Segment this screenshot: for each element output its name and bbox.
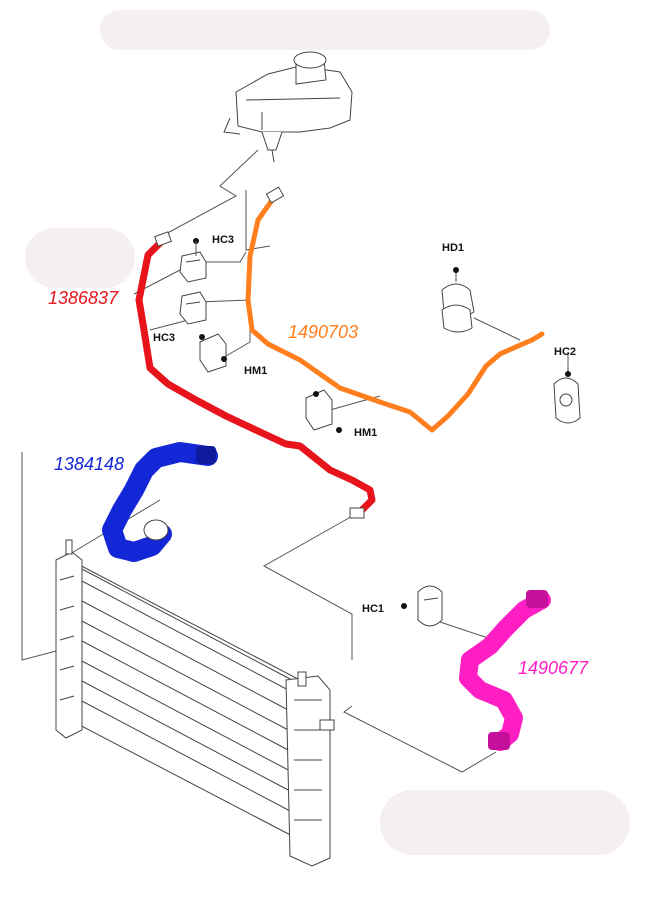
hose-1490703 bbox=[245, 193, 545, 433]
clip-hc1 bbox=[417, 585, 443, 627]
hose-1490677-bottom-end bbox=[488, 732, 510, 750]
hose-1386837 bbox=[135, 236, 376, 516]
clip-hc3-lower bbox=[179, 291, 207, 325]
hose-1490677 bbox=[459, 591, 551, 751]
part-label-1490703: 1490703 bbox=[288, 322, 358, 342]
expansion-tank bbox=[223, 51, 353, 163]
clip-hc2 bbox=[553, 377, 581, 424]
clip-markers bbox=[193, 238, 571, 609]
part-label-1386837: 1386837 bbox=[48, 288, 119, 308]
hose-1384148 bbox=[102, 442, 218, 562]
clip-hc3-upper bbox=[179, 251, 207, 283]
part-label-1490677: 1490677 bbox=[518, 658, 589, 678]
hose-1490677-top-end bbox=[526, 590, 548, 608]
radiator bbox=[55, 539, 335, 867]
background-smudge-left bbox=[25, 228, 135, 288]
part-label-1384148: 1384148 bbox=[54, 454, 124, 474]
clip-label-hc2: HC2 bbox=[554, 346, 576, 358]
clip-label-hc3-lower: HC3 bbox=[153, 332, 175, 344]
hose-1384148-end bbox=[196, 446, 216, 464]
background-smudge-top bbox=[100, 10, 550, 50]
clip-label-hd1: HD1 bbox=[442, 242, 464, 254]
clip-label-hm1-left: HM1 bbox=[244, 365, 267, 377]
clip-label-hc1: HC1 bbox=[362, 603, 384, 615]
background-smudge-bottom bbox=[380, 790, 630, 855]
clip-label-hc3-upper: HC3 bbox=[212, 234, 234, 246]
clip-hd1 bbox=[441, 283, 475, 333]
hose-fittings bbox=[143, 186, 548, 750]
clip-hm1-right bbox=[305, 389, 333, 431]
clip-hm1-left bbox=[199, 333, 227, 373]
clip-label-hm1-right: HM1 bbox=[354, 427, 377, 439]
